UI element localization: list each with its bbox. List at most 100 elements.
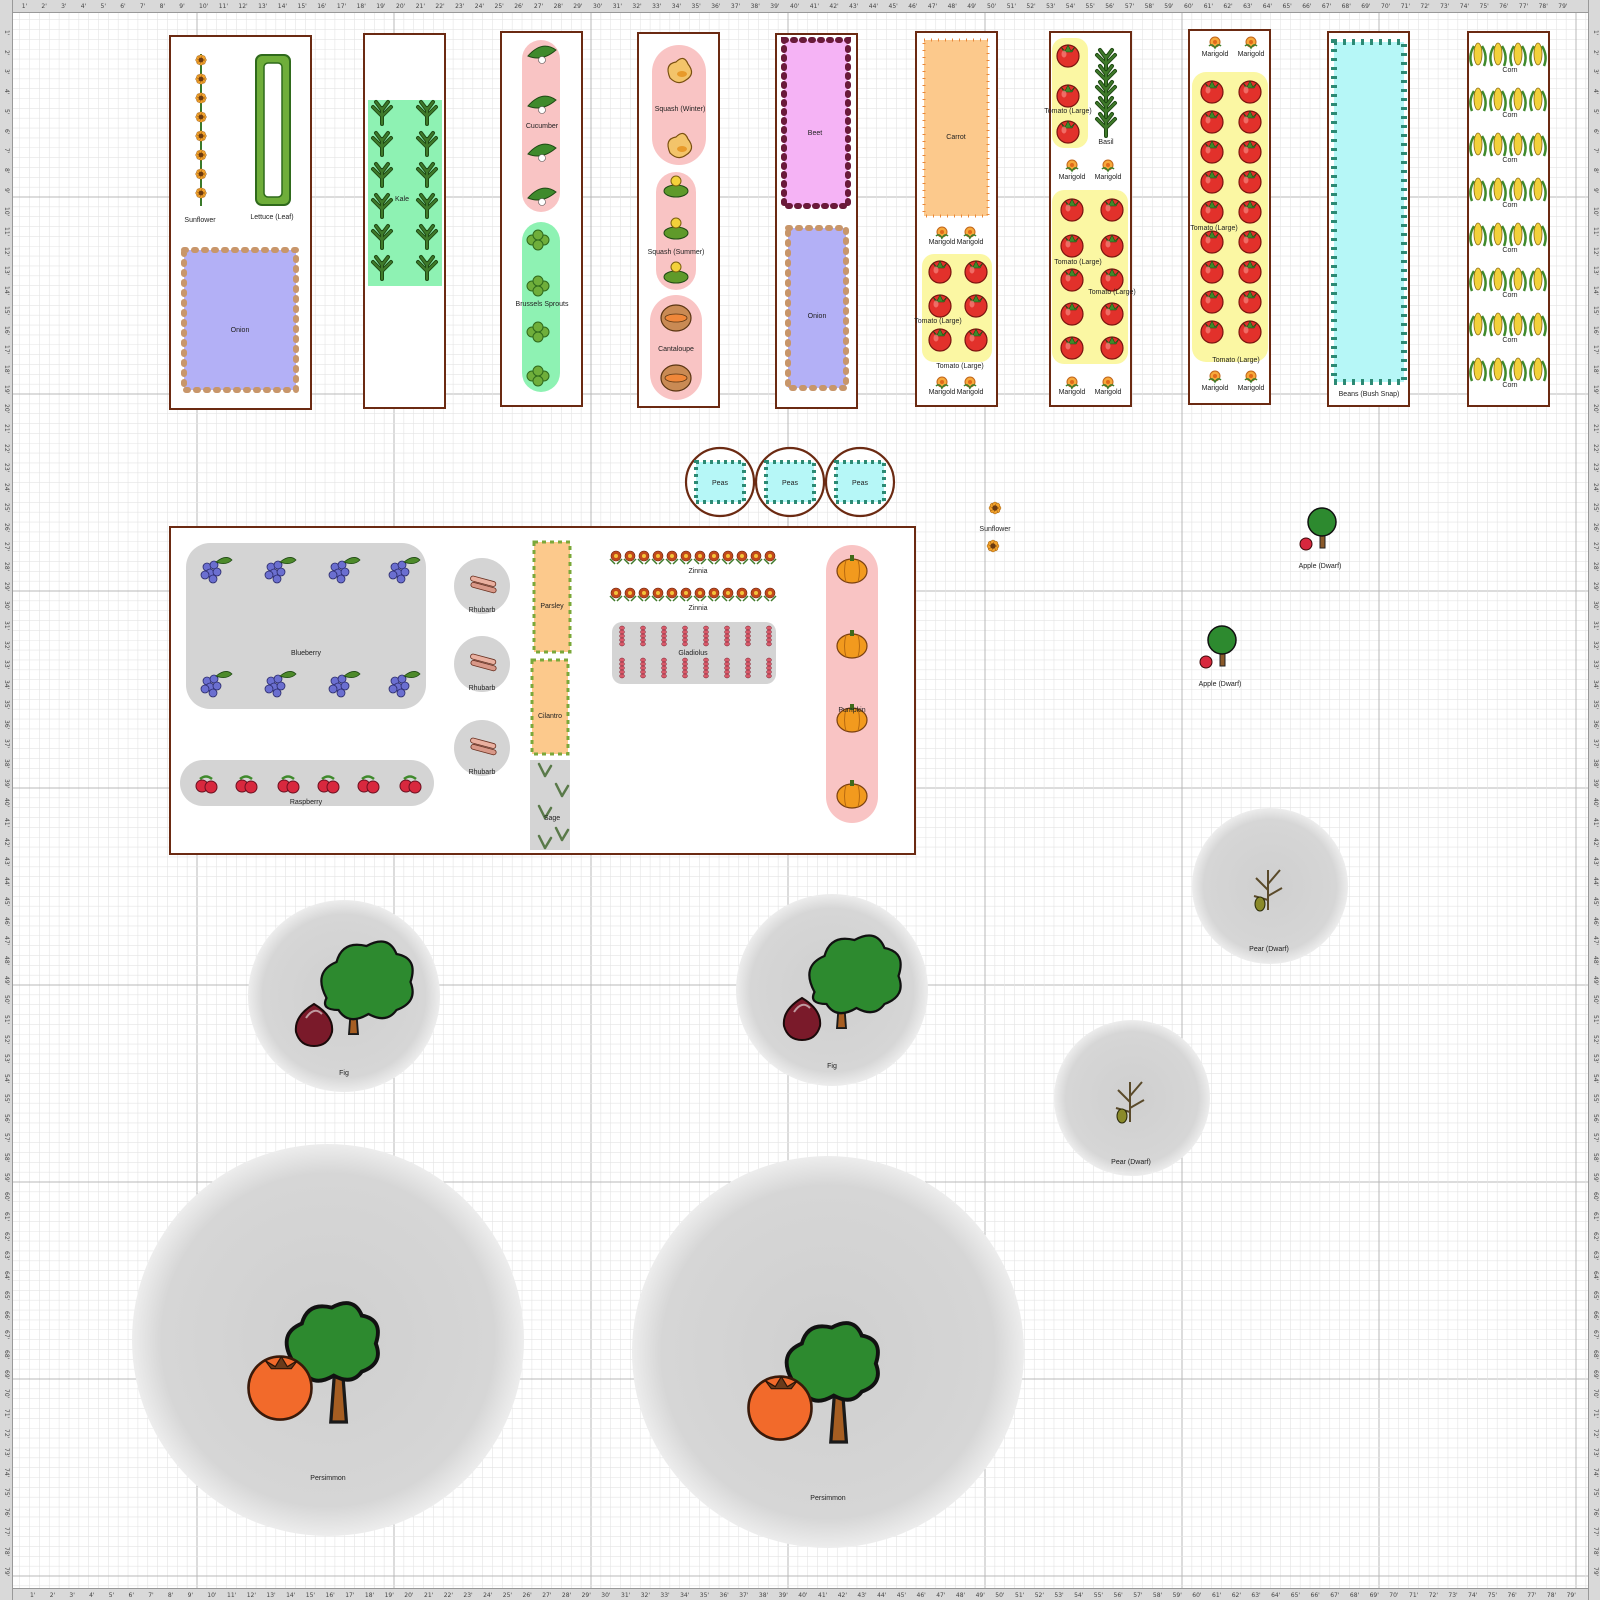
corn-icon[interactable] [1469,312,1487,337]
corn-row[interactable]: Corn [1469,267,1547,299]
sunflower-row[interactable]: Sunflower [184,54,216,224]
tomato-icon[interactable] [1200,230,1224,254]
onion-patch[interactable] [785,225,849,391]
cucumber-patch[interactable] [522,40,560,212]
sunflower-icon[interactable] [988,501,1002,515]
raspberry-icon[interactable] [195,775,218,794]
sage-patch[interactable] [530,760,570,850]
gladiolus-icon[interactable] [661,625,667,647]
tomato-icon[interactable] [1060,268,1084,292]
blueberry-icon[interactable] [264,671,297,698]
parsley-patch[interactable] [532,540,572,654]
corn-icon[interactable] [1509,222,1527,247]
zinnia-icon[interactable] [735,550,749,565]
gladiolus-icon[interactable] [661,657,667,679]
bed-4[interactable]: Squash (Winter) Squash (Summer) Cantalou… [637,32,720,408]
apple-dwarf-1[interactable]: Apple (Dwarf) [1299,507,1342,570]
pear-dwarf-2[interactable]: Pear (Dwarf) [1054,1020,1210,1176]
sunflower-icon[interactable] [195,130,207,142]
fig-tree-icon[interactable] [808,934,902,1029]
zinnia-icon[interactable] [679,587,693,602]
brussels-sprouts-icon[interactable] [526,275,550,297]
corn-icon[interactable] [1529,267,1547,292]
marigold-icon[interactable] [1244,370,1258,384]
pumpkin-icon[interactable] [836,704,868,733]
sunflower-icon[interactable] [195,111,207,123]
zinnia-icon[interactable] [637,587,651,602]
bed-1[interactable]: Sunflower Lettuce (Leaf) Onion [169,35,312,410]
zinnia-icon[interactable] [763,587,777,602]
blueberry-icon[interactable] [200,671,233,698]
brussels-sprouts-icon[interactable] [526,321,550,343]
tomato-icon[interactable] [1200,80,1224,104]
corn-row[interactable]: Corn [1469,132,1547,164]
bed-6[interactable]: Carrot Marigold Marigold Tomato (Large) … [914,31,998,407]
carrot-patch[interactable] [922,38,990,218]
corn-icon[interactable] [1529,312,1547,337]
corn-icon[interactable] [1469,132,1487,157]
marigold-icon[interactable] [963,376,977,390]
corn-icon[interactable] [1509,357,1527,382]
tomato-icon[interactable] [1060,234,1084,258]
corn-row[interactable]: Corn [1469,357,1547,389]
peas-container[interactable]: Peas [684,446,756,518]
fig-1[interactable]: Fig [248,900,440,1092]
marigold-icon[interactable] [1208,370,1222,384]
zinnia-icon[interactable] [609,550,623,565]
kale-icon[interactable] [416,255,438,281]
large-bed[interactable]: Blueberry Raspberry RhubarbRhubarbRhubar… [169,526,916,855]
raspberry-icon[interactable] [277,775,300,794]
rhubarb-plant[interactable]: Rhubarb [454,558,510,614]
pumpkin-icon[interactable] [836,780,868,809]
tomato-icon[interactable] [1238,260,1262,284]
marigold-icon[interactable] [1101,159,1115,173]
bed-3[interactable]: Cucumber Brussels Sprouts [500,31,583,407]
raspberry-icon[interactable] [317,775,340,794]
squash-summer-icon[interactable] [663,175,689,198]
zinnia-icon[interactable] [763,550,777,565]
sunflower-icon[interactable] [195,187,207,199]
brussels-sprouts-icon[interactable] [526,365,550,387]
corn-row[interactable]: Corn [1469,42,1547,74]
corn-icon[interactable] [1489,132,1507,157]
kale-icon[interactable] [1095,64,1117,90]
gladiolus-icon[interactable] [640,625,646,647]
persimmon-fruit-icon[interactable] [247,1355,313,1421]
zinnia-icon[interactable] [693,587,707,602]
cucumber-icon[interactable] [527,187,557,206]
kale-patch[interactable] [368,100,442,286]
fig-tree-icon[interactable] [320,940,414,1035]
marigold-icon[interactable] [1244,36,1258,50]
persimmon-1[interactable]: Persimmon [132,1144,524,1536]
pear-dwarf-1[interactable]: Pear (Dwarf) [1192,808,1348,964]
raspberry-patch[interactable] [180,760,434,806]
corn-icon[interactable] [1489,357,1507,382]
fig-fruit-icon[interactable] [294,1002,334,1048]
blueberry-icon[interactable] [200,557,233,584]
zinnia-icon[interactable] [721,550,735,565]
tomato-icon[interactable] [1200,110,1224,134]
raspberry-icon[interactable] [399,775,422,794]
kale-icon[interactable] [371,255,393,281]
sunflower-plant[interactable]: Sunflower [979,501,1011,553]
kale-icon[interactable] [416,193,438,219]
tomato-icon[interactable] [1060,336,1084,360]
zinnia-icon[interactable] [665,587,679,602]
corn-icon[interactable] [1489,177,1507,202]
tomato-icon[interactable] [1100,198,1124,222]
zinnia-icon[interactable] [749,587,763,602]
sunflower-icon[interactable] [986,539,1000,553]
pumpkin-icon[interactable] [836,555,868,584]
pear-tree-icon[interactable] [1253,869,1283,912]
corn-icon[interactable] [1489,312,1507,337]
corn-row[interactable]: Corn [1469,177,1547,209]
zinnia-icon[interactable] [749,550,763,565]
tomato-icon[interactable] [928,294,952,318]
corn-icon[interactable] [1509,312,1527,337]
tomato-icon[interactable] [1238,200,1262,224]
tomato-icon[interactable] [1200,200,1224,224]
tomato-icon[interactable] [1200,260,1224,284]
cucumber-icon[interactable] [527,45,557,64]
